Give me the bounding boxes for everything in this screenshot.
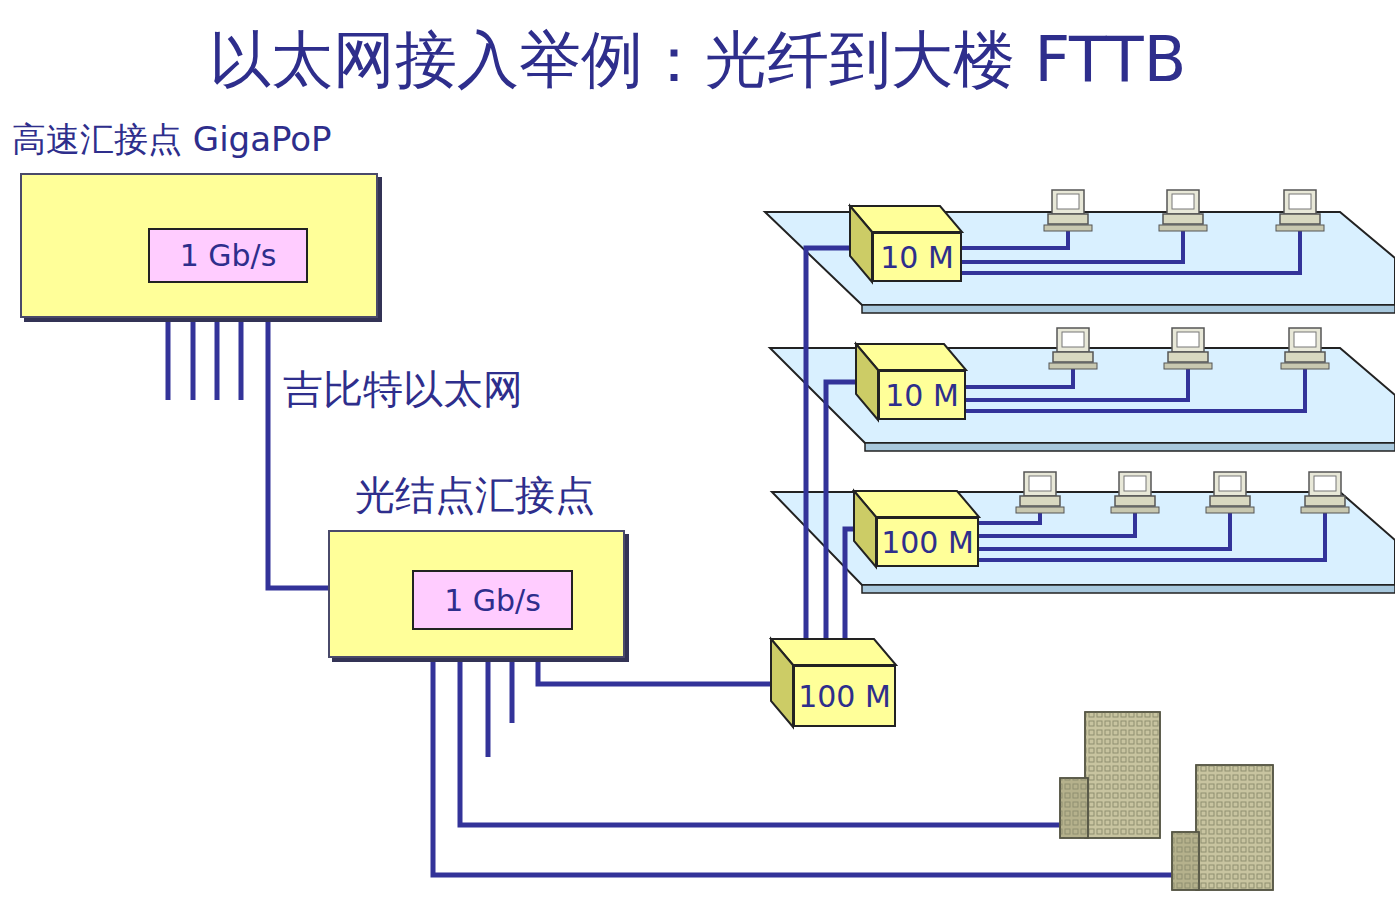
floor-planes [765, 212, 1395, 593]
pc-monitor [1024, 472, 1056, 496]
panel-heading: 高速汇接点 GigaPoP [12, 117, 332, 163]
lan-wire [979, 513, 1135, 536]
fiber-connector [826, 382, 878, 665]
pc-base [1053, 352, 1093, 362]
lan-wire [979, 513, 1325, 560]
box-side-face [850, 206, 872, 282]
lan-wire [962, 231, 1068, 248]
box-label: 1 Gb/s [444, 583, 541, 618]
lan-wire [962, 231, 1183, 262]
lan-wire [979, 513, 1230, 549]
pc-keyboard [1044, 225, 1092, 231]
pc-keyboard [1159, 225, 1207, 231]
edge-label: 吉比特以太网 [283, 362, 523, 417]
box-side-face [771, 639, 793, 727]
pc-base [1020, 496, 1060, 506]
pc-screen [1177, 332, 1199, 347]
pc-base [1285, 352, 1325, 362]
pc-base [1210, 496, 1250, 506]
pc-keyboard [1301, 507, 1349, 513]
box-label: 100 M [798, 679, 891, 714]
lan-wire [966, 369, 1188, 400]
pc-monitor [1289, 328, 1321, 352]
pc-base [1115, 496, 1155, 506]
pc-keyboard [1049, 363, 1097, 369]
pc-keyboard [1206, 507, 1254, 513]
pc-screen [1057, 194, 1079, 209]
box-side-face [854, 491, 876, 567]
title: 以太网接入举例：光纤到大楼 FTTB [0, 18, 1395, 102]
pc-base [1280, 214, 1320, 224]
pc-keyboard [1016, 507, 1064, 513]
floor-switch: 10 M [878, 370, 966, 420]
box-label: 10 M [880, 240, 954, 275]
pc-monitor [1057, 328, 1089, 352]
pc-screen [1172, 194, 1194, 209]
box-label: 1 Gb/s [180, 238, 277, 273]
box-label: 100 M [881, 525, 974, 560]
pc-monitor [1284, 190, 1316, 214]
pc-monitor [1052, 190, 1084, 214]
fiber-connector [806, 248, 872, 665]
lan-wires [962, 231, 1325, 560]
buildings [1060, 712, 1273, 890]
box-side-face [856, 344, 878, 420]
floor-switch: 10 M [872, 232, 962, 282]
lan-wire [966, 369, 1305, 411]
pc-screen [1219, 476, 1241, 491]
pc-monitor [1167, 190, 1199, 214]
pc-screen [1062, 332, 1084, 347]
gigabit-switch: 1 Gb/s [412, 570, 573, 630]
pc-base [1168, 352, 1208, 362]
junction-panel: 光结点汇接点1 Gb/s [328, 530, 625, 658]
pc-keyboard [1164, 363, 1212, 369]
pc-screen [1029, 476, 1051, 491]
junction-panel: 高速汇接点 GigaPoP1 Gb/s [20, 173, 378, 318]
lan-wire [966, 369, 1073, 387]
pc-screen [1294, 332, 1316, 347]
gigabit-switch: 1 Gb/s [148, 228, 308, 283]
pc-base [1163, 214, 1203, 224]
pc-monitor [1214, 472, 1246, 496]
pc-screen [1289, 194, 1311, 209]
pc-monitor [1119, 472, 1151, 496]
pc-keyboard [1276, 225, 1324, 231]
pc-keyboard [1111, 507, 1159, 513]
floor-switch: 100 M [876, 517, 979, 567]
panel-heading: 光结点汇接点 [355, 468, 595, 523]
pc-screen [1314, 476, 1336, 491]
building-switch: 100 M [793, 665, 896, 727]
computers [1016, 190, 1349, 513]
box-label: 10 M [885, 378, 959, 413]
pc-monitor [1172, 328, 1204, 352]
pc-keyboard [1281, 363, 1329, 369]
pc-base [1305, 496, 1345, 506]
lan-wire [979, 513, 1040, 523]
pc-base [1048, 214, 1088, 224]
pc-monitor [1309, 472, 1341, 496]
box-faces [124, 200, 979, 727]
pc-screen [1124, 476, 1146, 491]
lan-wire [962, 231, 1300, 273]
fiber-stubs [168, 283, 1172, 875]
